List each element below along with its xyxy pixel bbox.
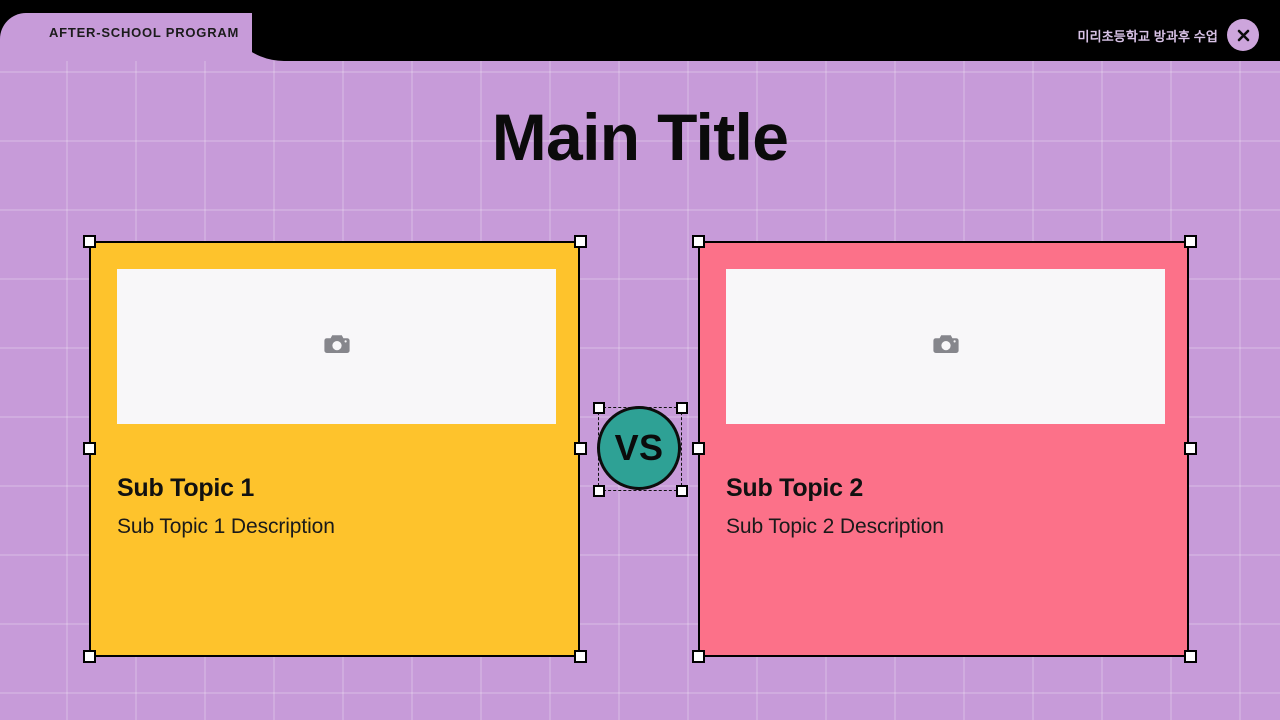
resize-handle-right-card-w[interactable]	[692, 442, 705, 455]
comparison-card-left[interactable]: Sub Topic 1 Sub Topic 1 Description	[89, 241, 580, 657]
card-description-left: Sub Topic 1 Description	[117, 515, 335, 538]
resize-handle-left-card-ne[interactable]	[574, 235, 587, 248]
comparison-card-right[interactable]: Sub Topic 2 Sub Topic 2 Description	[698, 241, 1189, 657]
resize-handle-right-card-se[interactable]	[1184, 650, 1197, 663]
resize-handle-right-card-sw[interactable]	[692, 650, 705, 663]
card-heading-right: Sub Topic 2	[726, 474, 864, 502]
resize-handle-left-card-nw[interactable]	[83, 235, 96, 248]
vs-badge-label: VS	[614, 427, 664, 468]
resize-handle-left-card-se[interactable]	[574, 650, 587, 663]
close-icon	[1236, 28, 1251, 43]
resize-handle-vs-se[interactable]	[676, 485, 688, 497]
image-placeholder-left[interactable]	[117, 269, 556, 424]
document-title: 미리초등학교 방과후 수업	[1077, 29, 1218, 44]
resize-handle-vs-sw[interactable]	[593, 485, 605, 497]
camera-icon	[323, 333, 350, 360]
camera-icon	[932, 333, 959, 360]
image-placeholder-right[interactable]	[726, 269, 1165, 424]
resize-handle-left-card-sw[interactable]	[83, 650, 96, 663]
vs-badge[interactable]: VS	[597, 406, 681, 490]
resize-handle-vs-ne[interactable]	[676, 402, 688, 414]
slide-title[interactable]: Main Title	[491, 100, 789, 174]
close-button[interactable]	[1227, 19, 1259, 51]
resize-handle-right-card-ne[interactable]	[1184, 235, 1197, 248]
resize-handle-right-card-e[interactable]	[1184, 442, 1197, 455]
tab-shoulder-decoration	[252, 13, 312, 61]
program-tab-label: AFTER-SCHOOL PROGRAM	[49, 25, 240, 40]
resize-handle-vs-nw[interactable]	[593, 402, 605, 414]
resize-handle-left-card-e[interactable]	[574, 442, 587, 455]
card-heading-left: Sub Topic 1	[117, 474, 255, 502]
program-tab[interactable]	[0, 13, 300, 61]
resize-handle-left-card-w[interactable]	[83, 442, 96, 455]
card-description-right: Sub Topic 2 Description	[726, 515, 944, 538]
resize-handle-right-card-nw[interactable]	[692, 235, 705, 248]
